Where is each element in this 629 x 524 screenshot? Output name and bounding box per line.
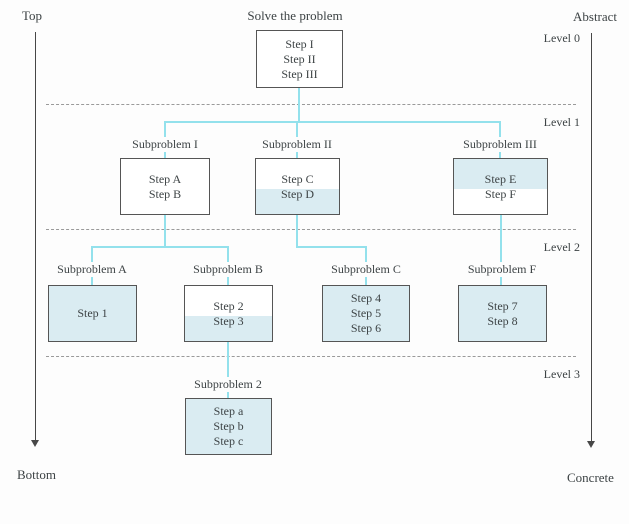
connector-level2-mid-bus [296, 246, 367, 248]
diagram-title: Solve the problem [247, 8, 343, 23]
top-label: Top [22, 8, 43, 23]
subproblem-a-box: Step 1 [48, 285, 137, 342]
level-3-label: Level 3 [543, 367, 580, 381]
connector-level1-bus [164, 121, 501, 123]
top-to-bottom-axis-line [35, 32, 36, 440]
connector-subproblem-i-down [164, 215, 166, 248]
level-0-label: Level 0 [543, 31, 580, 45]
connector-level2-left-bus [91, 246, 229, 248]
subproblem-2-label: Subproblem 2 [191, 377, 265, 392]
subproblem-i-label: Subproblem I [129, 137, 201, 152]
level-divider-0-1 [46, 104, 576, 105]
abstract-label: Abstract [573, 9, 618, 24]
subproblem-a-label: Subproblem A [54, 262, 130, 277]
level-1-label: Level 1 [543, 115, 580, 129]
connector-to-subproblem-f [500, 215, 502, 285]
step-list: Step 1 [77, 306, 108, 320]
bottom-label: Bottom [17, 467, 57, 482]
subproblem-b-label: Subproblem B [190, 262, 266, 277]
level-divider-2-3 [46, 356, 576, 357]
subproblem-c-label: Subproblem C [328, 262, 404, 277]
abstract-to-concrete-axis-line [591, 33, 592, 441]
concrete-label: Concrete [567, 470, 614, 485]
down-arrow-icon [31, 440, 39, 447]
subproblem-f-label: Subproblem F [464, 262, 540, 277]
level-2-label: Level 2 [543, 240, 580, 254]
level-divider-1-2 [46, 229, 576, 230]
down-arrow-icon [587, 441, 595, 448]
subproblem-ii-label: Subproblem II [259, 137, 335, 152]
connector-to-subproblem-2 [227, 342, 229, 398]
subproblem-iii-label: Subproblem III [460, 137, 540, 152]
connector-root-down [298, 88, 300, 123]
connector-subproblem-ii-down [296, 215, 298, 248]
